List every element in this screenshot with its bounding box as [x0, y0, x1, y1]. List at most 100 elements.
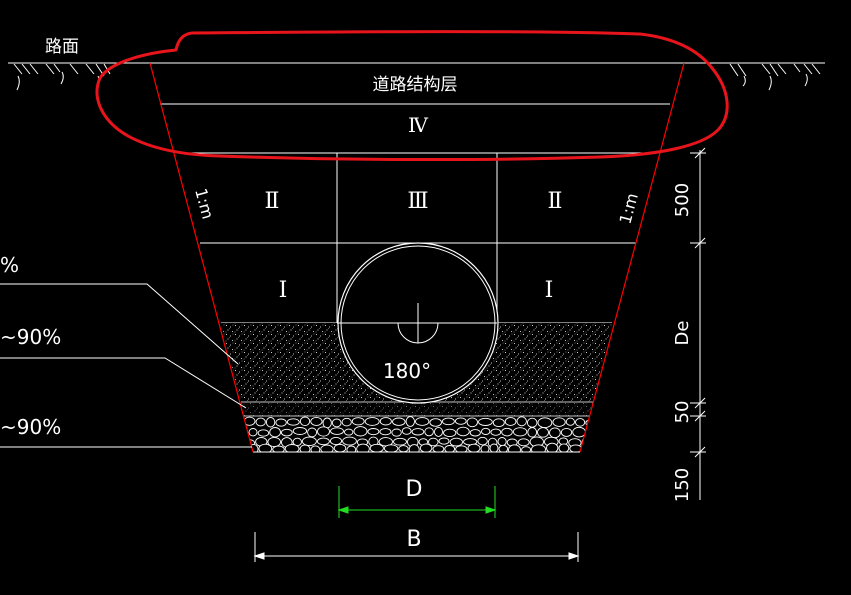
gravel-pebble — [398, 445, 409, 452]
gravel-pebble — [456, 426, 470, 437]
gravel-pebble — [438, 437, 450, 445]
gravel-pebble — [434, 426, 443, 437]
vertical-dimension-chain — [690, 147, 706, 500]
gravel-pebble — [432, 445, 445, 452]
gravel-pebble — [537, 427, 549, 438]
gravel-pebble — [301, 436, 317, 447]
gravel-pebble — [292, 427, 308, 435]
gravel-pebble — [322, 417, 332, 429]
gravel-pebble — [560, 427, 573, 437]
gravel-pebble — [353, 426, 368, 437]
gravel-pebble — [498, 444, 509, 452]
gravel-pebble — [351, 417, 365, 426]
gravel-pebble — [317, 426, 330, 437]
road-surface-label: 路面 — [45, 37, 79, 57]
gravel-pebble — [429, 418, 442, 427]
trench-width-label: B — [406, 527, 421, 552]
leader-text-1: % — [0, 253, 19, 277]
gravel-pebble — [367, 428, 380, 436]
gravel-pebble — [428, 437, 439, 447]
dimension-500: 500 — [672, 183, 693, 217]
gravel-pebble — [265, 416, 276, 428]
gravel-pebble — [419, 443, 433, 452]
gravel-pebble — [316, 437, 330, 446]
trench-side-walls — [149, 62, 685, 453]
gravel-pebble — [307, 427, 318, 438]
gravel-pebble — [255, 417, 266, 427]
gravel-pebble — [383, 444, 399, 452]
gravel-pebble — [272, 445, 285, 452]
dimension-150: 150 — [672, 468, 693, 502]
zone-iv-label: Ⅳ — [408, 113, 429, 137]
gravel-pebble — [280, 428, 293, 437]
gravel-pebble — [331, 418, 342, 428]
trench-width-dimension — [253, 532, 580, 562]
gravel-pebble — [341, 417, 352, 427]
gravel-pebble — [330, 427, 344, 435]
gravel-pebble — [424, 427, 434, 437]
zone-iii-label: Ⅲ — [407, 189, 428, 214]
ground-surface — [8, 62, 825, 91]
gravel-pebble — [379, 417, 392, 426]
gravel-pebble — [501, 427, 513, 437]
gravel-pebble — [489, 443, 499, 452]
gravel-pebble — [585, 427, 601, 438]
gravel-pebble — [492, 418, 505, 428]
gravel-pebble — [469, 429, 481, 437]
gravel-pebble — [466, 417, 478, 428]
gravel-pebble — [411, 428, 425, 436]
gravel-pebble — [575, 418, 586, 427]
gravel-pebble — [401, 427, 412, 435]
gravel-pebble — [356, 443, 370, 452]
pipe-width-label: D — [406, 477, 423, 502]
gravel-pebble — [449, 437, 463, 447]
gravel-pebble — [299, 416, 311, 427]
dimension-de: De — [672, 321, 693, 346]
zone-i-right-label: Ⅰ — [545, 278, 554, 303]
gravel-pebble — [258, 443, 273, 452]
gravel-pebble — [549, 427, 561, 439]
gravel-pebble — [478, 417, 493, 426]
gravel-pebble — [405, 416, 415, 427]
gravel-pebble — [408, 444, 420, 452]
pipe-width-dimension — [337, 486, 497, 518]
gravel-pebble — [517, 438, 530, 447]
gravel-pebble — [441, 417, 455, 426]
gravel-pebble — [379, 428, 392, 436]
gravel-pebble — [497, 437, 507, 447]
zone-ii-right-label: Ⅱ — [548, 189, 563, 214]
gravel-pebble — [546, 442, 559, 452]
highlight-annotation-loop — [95, 30, 729, 162]
gravel-pebble — [342, 436, 357, 446]
gravel-pebble — [344, 428, 354, 436]
gravel-pebble — [286, 418, 300, 426]
gravel-pebble — [512, 427, 528, 437]
gravel-pebble — [531, 444, 546, 452]
slope-left-label: 1:m — [191, 186, 217, 221]
gravel-pebble — [415, 417, 430, 426]
leader-lines — [0, 283, 252, 448]
slope-right-label: 1:m — [616, 191, 642, 226]
gravel-pebble — [467, 443, 481, 452]
gravel-pebble — [552, 417, 566, 427]
gravel-pebble — [454, 417, 467, 425]
gravel-pebble — [267, 436, 281, 448]
gravel-pebble — [490, 428, 502, 436]
gravel-pebble — [504, 417, 517, 426]
gravel-pebble — [299, 444, 311, 452]
gravel-pebble — [443, 428, 457, 438]
gravel-pebble — [527, 427, 538, 438]
pipe — [337, 242, 499, 404]
support-angle-label: 180° — [383, 359, 431, 383]
gravel-pebble — [481, 427, 491, 435]
gravel-pebble — [516, 416, 527, 427]
zone-ii-left-label: Ⅱ — [265, 189, 280, 214]
leader-text-2: ~90% — [0, 325, 61, 349]
gravel-base — [243, 416, 601, 452]
gravel-pebble — [275, 418, 287, 427]
gravel-pebble — [565, 417, 575, 426]
gravel-pebble — [537, 417, 553, 429]
zone-i-left-label: Ⅰ — [279, 278, 288, 303]
leader-text-3: ~90% — [0, 415, 61, 439]
